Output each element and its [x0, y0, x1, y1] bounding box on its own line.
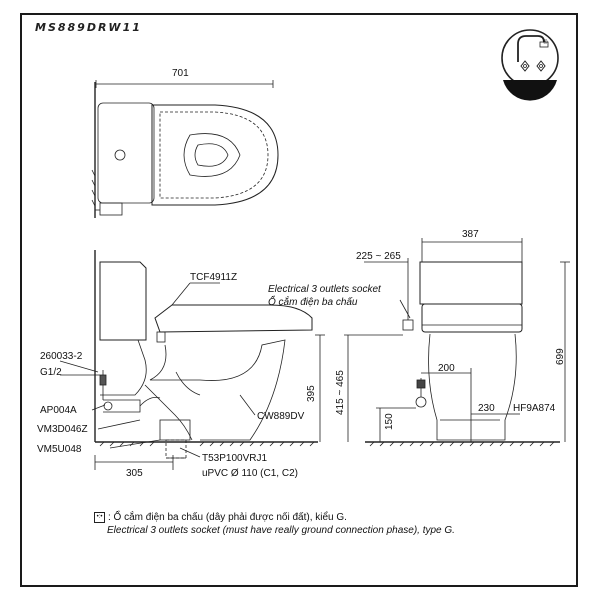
side-view [59, 250, 325, 470]
note-line-2: Electrical 3 outlets socket (must have r… [107, 525, 455, 536]
label-socket-vi: Ổ cắm điện ba chấu [268, 297, 358, 308]
dim-socket-range: 225 ~ 265 [356, 251, 401, 262]
label-part-5: VM5U048 [37, 444, 82, 455]
note-line-1: : Ổ cắm điện ba chấu (dây phải được nối … [108, 512, 347, 523]
dim-foot: 230 [478, 403, 495, 414]
faucet-logo-icon [501, 29, 559, 101]
front-view [344, 238, 570, 447]
dim-seat-height: 395 [306, 385, 317, 402]
top-view [91, 80, 279, 218]
dim-total-height: 699 [555, 348, 566, 365]
dim-valve-height: 150 [384, 413, 395, 430]
registered-mark: ® [543, 40, 548, 46]
label-part-2: G1/2 [40, 367, 62, 378]
drawing-frame [20, 13, 578, 587]
label-drain-pipe: uPVC Ø 110 (C1, C2) [202, 468, 298, 479]
dim-rough-in: 305 [126, 468, 143, 479]
dim-valve-offset: 200 [438, 363, 455, 374]
label-hose-model: HF9A874 [513, 403, 556, 414]
socket-note: •:•: Ổ cắm điện ba chấu (dây phải được n… [94, 511, 455, 537]
label-seat-model: TCF4911Z [190, 272, 238, 283]
dim-socket-height: 415 ~ 465 [335, 370, 346, 415]
label-socket-en: Electrical 3 outlets socket [268, 284, 381, 295]
label-body-model: CW889DV [257, 411, 305, 422]
label-part-6: T53P100VRJ1 [202, 453, 268, 464]
label-part-4: VM3D046Z [37, 424, 88, 435]
model-number: MS889DRW11 [35, 21, 142, 34]
dim-top-width: 701 [172, 68, 189, 79]
outlet-symbol-icon: •:• [94, 511, 105, 523]
label-part-3: AP004A [40, 405, 77, 416]
label-part-1: 260033-2 [40, 351, 83, 362]
dim-front-width: 387 [462, 229, 479, 240]
